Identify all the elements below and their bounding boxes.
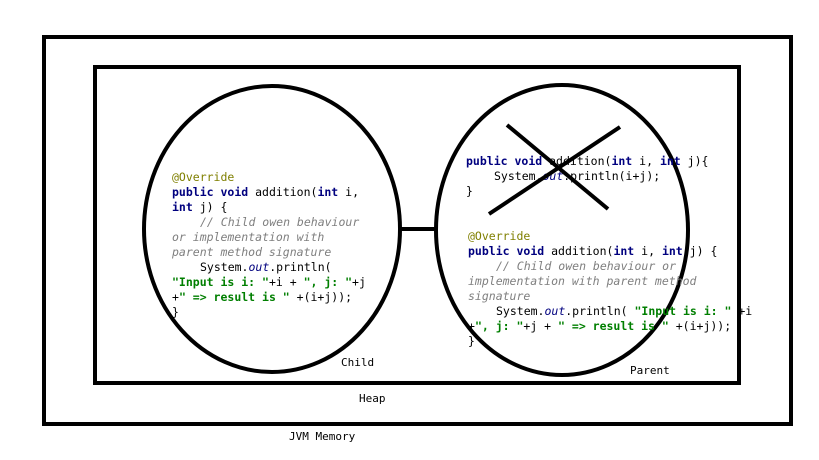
svg-text:signature: signature xyxy=(468,289,530,303)
child-annotation: @Override xyxy=(172,170,234,184)
svg-text:}: } xyxy=(466,184,473,198)
heap-box xyxy=(93,65,741,385)
parent-override-code-block: @Override public void addition(int i, in… xyxy=(468,229,752,348)
svg-text:public void addition(int i,: public void addition(int i, xyxy=(172,185,359,199)
svg-text:System.out.println(i+j);: System.out.println(i+j); xyxy=(494,169,660,183)
svg-text:public void addition(int i, in: public void addition(int i, int j){ xyxy=(466,154,708,168)
svg-text:System.out.println( "Input is: System.out.println( "Input is i: " +i xyxy=(496,304,752,318)
child-label: Child xyxy=(341,356,374,369)
svg-text:implementation with parent met: implementation with parent method xyxy=(468,274,698,288)
svg-text:@Override: @Override xyxy=(468,229,530,243)
svg-text:// Child owen behaviour: // Child owen behaviour xyxy=(200,215,359,229)
child-code-block: @Override public void addition(int i, in… xyxy=(171,170,366,319)
svg-text:int j) {: int j) { xyxy=(172,200,227,214)
svg-text:parent method signature: parent method signature xyxy=(171,245,331,259)
heap-label: Heap xyxy=(359,392,386,405)
svg-text:}: } xyxy=(468,334,475,348)
jvm-memory-box xyxy=(42,35,793,426)
cross-out-line-2 xyxy=(487,125,622,216)
svg-text:System.out.println(: System.out.println( xyxy=(200,260,332,274)
svg-text:@Override: @Override xyxy=(172,170,234,184)
svg-text:}: } xyxy=(172,305,179,319)
svg-text:+", j: "+j + " => result is ": +", j: "+j + " => result is " +(i+j)); xyxy=(468,319,731,333)
svg-text:+" => result is " +(i+j));: +" => result is " +(i+j)); xyxy=(172,290,352,304)
child-object-circle xyxy=(142,84,402,374)
svg-text:// Child owen behaviour or: // Child owen behaviour or xyxy=(496,259,676,273)
parent-overridden-code-block: public void addition(int i, int j){ Syst… xyxy=(466,154,708,198)
svg-text:public void addition(int i, in: public void addition(int i, int j) { xyxy=(468,244,717,258)
svg-text:"Input is i: "+i + ", j: "+j: "Input is i: "+i + ", j: "+j xyxy=(172,275,366,289)
jvm-memory-label: JVM Memory xyxy=(289,430,356,443)
parent-label: Parent xyxy=(630,364,670,377)
svg-text:or implementation with: or implementation with xyxy=(172,230,324,244)
